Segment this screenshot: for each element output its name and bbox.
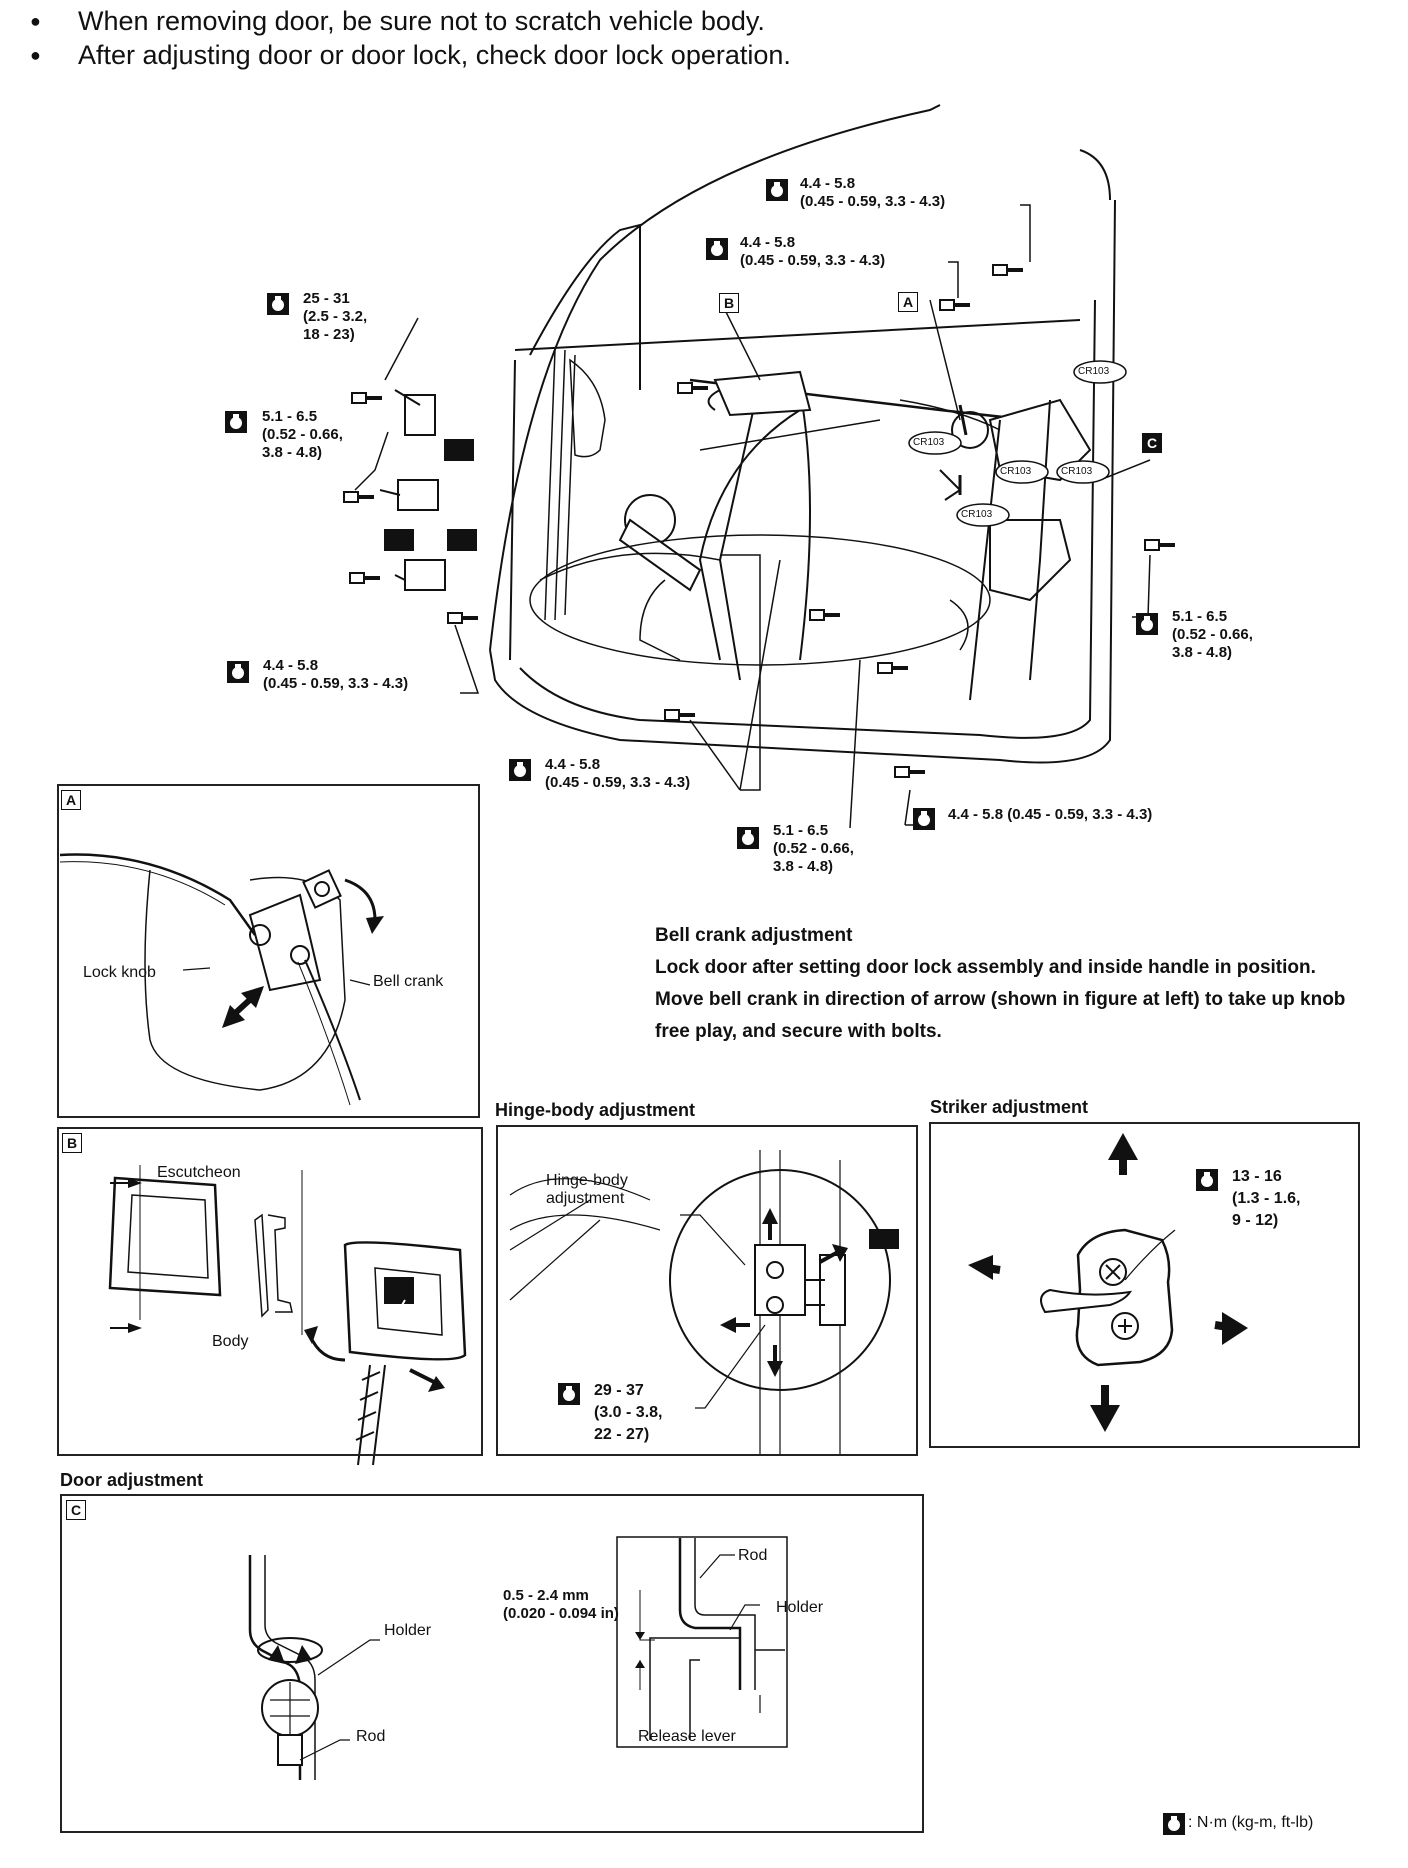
callout-c: C bbox=[1142, 433, 1162, 453]
connector-label: CR103 bbox=[1061, 466, 1093, 477]
panel-c-letter: C bbox=[66, 1500, 86, 1520]
gap-spec: 0.5 - 2.4 mm (0.020 - 0.094 in) bbox=[503, 1587, 619, 1622]
callout-a: A bbox=[898, 292, 918, 312]
bell-crank-line-1: Lock door after setting door lock assemb… bbox=[655, 957, 1316, 978]
panel-a bbox=[57, 784, 480, 1118]
bell-crank-title: Bell crank adjustment bbox=[655, 925, 853, 946]
panel-c bbox=[60, 1494, 924, 1833]
torque-spec: 4.4 - 5.8 (0.45 - 0.59, 3.3 - 4.3) bbox=[545, 756, 691, 791]
torque-icon bbox=[737, 827, 759, 849]
notes: When removing door, be sure not to scrat… bbox=[30, 4, 791, 72]
torque-spec: 4.4 - 5.8 (0.45 - 0.59, 3.3 - 4.3) bbox=[740, 234, 886, 269]
panel-b bbox=[57, 1127, 483, 1456]
rod-label: Rod bbox=[738, 1547, 768, 1564]
body-label: Body bbox=[212, 1333, 249, 1350]
torque-spec: 5.1 - 6.5 (0.52 - 0.66, 3.8 - 4.8) bbox=[773, 822, 854, 875]
callout-b: B bbox=[719, 293, 739, 313]
bell-crank-note: Bell crank adjustment Lock door after se… bbox=[655, 920, 1375, 1048]
rod-label: Rod bbox=[356, 1728, 386, 1745]
connector-label: CR103 bbox=[1078, 366, 1110, 377]
holder-label: Holder bbox=[384, 1622, 432, 1639]
striker-title: Striker adjustment bbox=[930, 1097, 1089, 1117]
torque-spec: 4.4 - 5.8 (0.45 - 0.59, 3.3 - 4.3) bbox=[948, 806, 1153, 823]
connector-label: CR103 bbox=[913, 437, 945, 448]
connector-label: CR103 bbox=[961, 509, 993, 520]
door-adjustment-title: Door adjustment bbox=[60, 1470, 204, 1490]
bell-crank-label: Bell crank bbox=[373, 973, 444, 990]
torque-icon bbox=[1136, 613, 1158, 635]
lock-knob-label: Lock knob bbox=[83, 964, 156, 981]
hinge-title: Hinge-body adjustment bbox=[495, 1100, 696, 1120]
holder-label: Holder bbox=[776, 1599, 824, 1616]
units-legend: : N·m (kg-m, ft-lb) bbox=[1188, 1814, 1314, 1831]
torque-icon bbox=[225, 411, 247, 433]
escutcheon-label: Escutcheon bbox=[157, 1164, 241, 1181]
torque-icon bbox=[913, 808, 935, 830]
torque-icon bbox=[706, 238, 728, 260]
striker-torque: 13 - 16 (1.3 - 1.6, 9 - 12) bbox=[1232, 1168, 1301, 1229]
torque-spec: 4.4 - 5.8 (0.45 - 0.59, 3.3 - 4.3) bbox=[800, 175, 946, 210]
note-2: After adjusting door or door lock, check… bbox=[30, 38, 791, 72]
panel-striker bbox=[929, 1122, 1360, 1448]
bell-crank-line-2: Move bell crank in direction of arrow (s… bbox=[655, 989, 1346, 1042]
torque-icon bbox=[1163, 1813, 1185, 1835]
torque-icon bbox=[766, 179, 788, 201]
torque-icon bbox=[509, 759, 531, 781]
hinge-body-label: Hinge-body adjustment bbox=[546, 1172, 628, 1207]
panel-a-letter: A bbox=[61, 790, 81, 810]
panel-b-letter: B bbox=[62, 1133, 82, 1153]
torque-icon bbox=[558, 1383, 580, 1405]
release-lever-label: Release lever bbox=[638, 1728, 736, 1745]
door-outline bbox=[489, 104, 941, 651]
note-1: When removing door, be sure not to scrat… bbox=[30, 4, 791, 38]
torque-icon bbox=[1196, 1169, 1218, 1191]
panel-hinge bbox=[496, 1125, 918, 1456]
torque-spec: 25 - 31 (2.5 - 3.2, 18 - 23) bbox=[303, 290, 368, 343]
torque-icon bbox=[227, 661, 249, 683]
torque-spec: 5.1 - 6.5 (0.52 - 0.66, 3.8 - 4.8) bbox=[1172, 608, 1253, 661]
torque-icon bbox=[267, 293, 289, 315]
hinge-torque: 29 - 37 (3.0 - 3.8, 22 - 27) bbox=[594, 1382, 663, 1443]
torque-spec: 4.4 - 5.8 (0.45 - 0.59, 3.3 - 4.3) bbox=[263, 657, 409, 692]
torque-spec: 5.1 - 6.5 (0.52 - 0.66, 3.8 - 4.8) bbox=[262, 408, 343, 461]
connector-label: CR103 bbox=[1000, 466, 1032, 477]
